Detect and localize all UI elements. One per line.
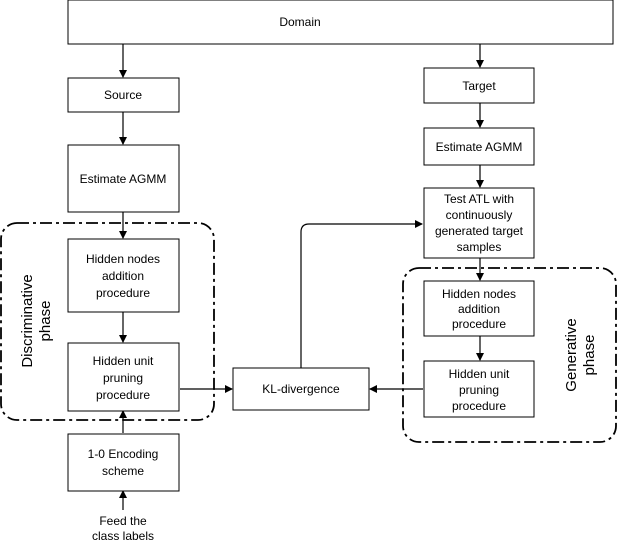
hidden-prune-right-line-2: pruning [459,383,499,397]
encoding-line-2: scheme [102,464,144,478]
hidden-prune-left-line-3: procedure [96,388,150,402]
hidden-add-right-line-3: procedure [452,317,506,331]
kl-divergence-label: KL-divergence [262,382,340,396]
hidden-unit-pruning-right-node: Hidden unit pruning procedure [423,360,535,418]
hidden-prune-left-line-2: pruning [103,371,143,385]
svg-text:Generative: Generative [563,318,580,391]
hidden-nodes-addition-left-node: Hidden nodes addition procedure [67,238,180,313]
estimate-agmm-right-node: Estimate AGMM [423,127,535,166]
generative-phase-region [402,267,617,443]
generative-phase-label: Generative phase [563,318,598,391]
arrow-kl-to-test-atl [300,220,423,368]
hidden-nodes-addition-right-node: Hidden nodes addition procedure [423,280,535,337]
encoding-line-1: 1-0 Encoding [88,447,159,461]
discriminative-phase-label: Discriminative phase [19,274,54,367]
connectors [119,44,484,510]
test-atl-line-4: samples [457,240,502,254]
hidden-add-left-line-2: addition [102,269,144,283]
source-label: Source [104,88,142,102]
test-atl-line-2: continuously [446,208,513,222]
feed-line-2: class labels [92,529,154,542]
estimate-agmm-left-label: Estimate AGMM [80,172,167,186]
encoding-scheme-node: 1-0 Encoding scheme [67,433,180,492]
source-node: Source [67,77,180,113]
test-atl-node: Test ATL with continuously generated tar… [423,187,535,259]
svg-text:phase: phase [581,335,598,376]
hidden-add-right-line-1: Hidden nodes [442,287,516,301]
hidden-unit-pruning-left-node: Hidden unit pruning procedure [67,342,180,412]
hidden-prune-right-line-3: procedure [452,399,506,413]
estimate-agmm-left-node: Estimate AGMM [67,144,180,213]
hidden-prune-right-line-1: Hidden unit [449,367,510,381]
svg-text:phase: phase [37,301,54,342]
kl-divergence-node: KL-divergence [232,367,370,411]
domain-node: Domain [67,0,614,45]
feed-line-1: Feed the [99,514,147,528]
estimate-agmm-right-label: Estimate AGMM [436,140,523,154]
target-node: Target [423,67,535,104]
target-label: Target [462,79,496,93]
hidden-prune-left-line-1: Hidden unit [93,354,154,368]
feed-class-labels: Feed the class labels [92,514,154,542]
test-atl-line-3: generated target [435,224,524,238]
hidden-add-left-line-3: procedure [96,286,150,300]
domain-label: Domain [279,15,320,29]
hidden-add-left-line-1: Hidden nodes [86,252,160,266]
hidden-add-right-line-2: addition [458,302,500,316]
test-atl-line-1: Test ATL with [444,192,514,206]
svg-text:Discriminative: Discriminative [19,274,36,367]
discriminative-phase-region [0,222,215,421]
